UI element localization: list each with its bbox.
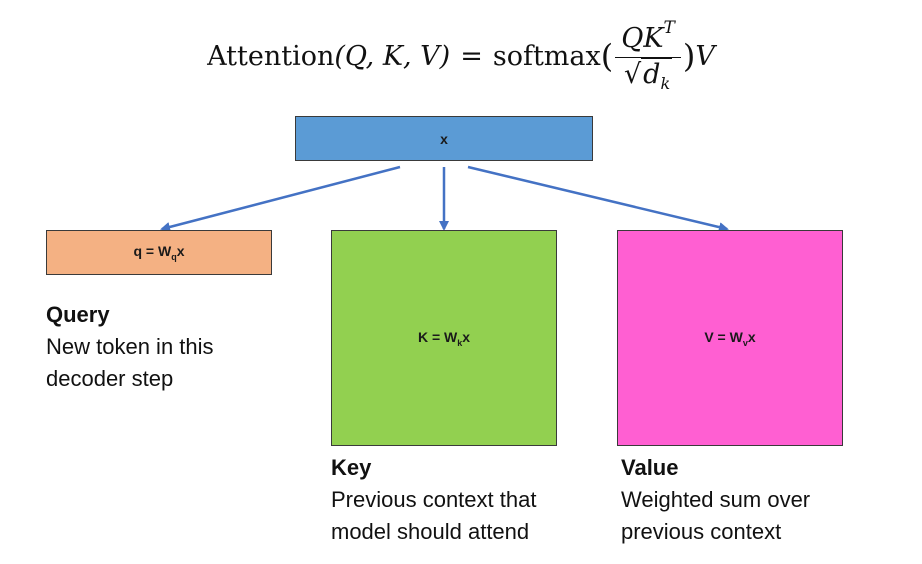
query-desc-line1: New token in this — [46, 334, 214, 359]
denominator-text: d — [643, 59, 661, 91]
query-desc-line2: decoder step — [46, 366, 174, 391]
formula-fraction: QKT √dk — [615, 19, 681, 92]
key-title: Key — [331, 455, 372, 480]
sqrt-icon: √dk — [623, 58, 673, 94]
query-caption: Query New token in this decoder step — [46, 299, 214, 395]
value-suffix: x — [747, 328, 756, 345]
value-title: Value — [621, 455, 679, 480]
formula-numerator: QKT — [615, 18, 681, 59]
value-sub: v — [742, 337, 748, 348]
key-prefix: K = W — [417, 328, 458, 345]
value-prefix: V = W — [704, 328, 743, 345]
attention-formula: Attention (Q, K, V) = softmax ( QKT √dk … — [0, 6, 922, 106]
formula-equals: = — [460, 40, 483, 72]
key-desc-line1: Previous context that — [331, 487, 537, 512]
query-title: Query — [46, 302, 110, 327]
value-desc-line1: Weighted sum over — [621, 487, 811, 512]
denominator-sub: k — [660, 74, 671, 94]
query-sub: q — [171, 251, 177, 262]
formula-func: Attention — [207, 40, 335, 72]
numerator-text: QK — [621, 23, 664, 55]
arrow-to-value — [467, 165, 729, 233]
key-sub: k — [457, 337, 463, 348]
key-box: K = Wkx — [331, 230, 557, 446]
query-prefix: q = W — [133, 243, 172, 260]
key-caption: Key Previous context that model should a… — [331, 452, 536, 548]
value-caption: Value Weighted sum over previous context — [621, 452, 810, 548]
input-x-label: x — [440, 130, 448, 147]
formula-args: (Q, K, V) — [334, 40, 451, 72]
formula-trailing: V — [695, 40, 715, 72]
value-box: V = Wvx — [617, 230, 843, 446]
arrow-to-query — [160, 165, 401, 232]
key-label: K = Wkx — [418, 329, 470, 348]
formula-softmax: softmax — [492, 40, 601, 72]
formula-open-paren: ( — [600, 37, 614, 75]
query-label: q = Wqx — [133, 243, 184, 262]
formula-close-paren: ) — [682, 37, 696, 75]
value-desc-line2: previous context — [621, 519, 782, 544]
key-desc-line2: model should attend — [331, 519, 530, 544]
input-x-box: x — [295, 116, 593, 161]
value-label: V = Wvx — [704, 329, 755, 348]
query-box: q = Wqx — [46, 230, 272, 275]
formula-denominator: √dk — [623, 58, 673, 94]
numerator-sup: T — [663, 18, 675, 39]
query-suffix: x — [176, 243, 185, 260]
key-suffix: x — [462, 328, 471, 345]
